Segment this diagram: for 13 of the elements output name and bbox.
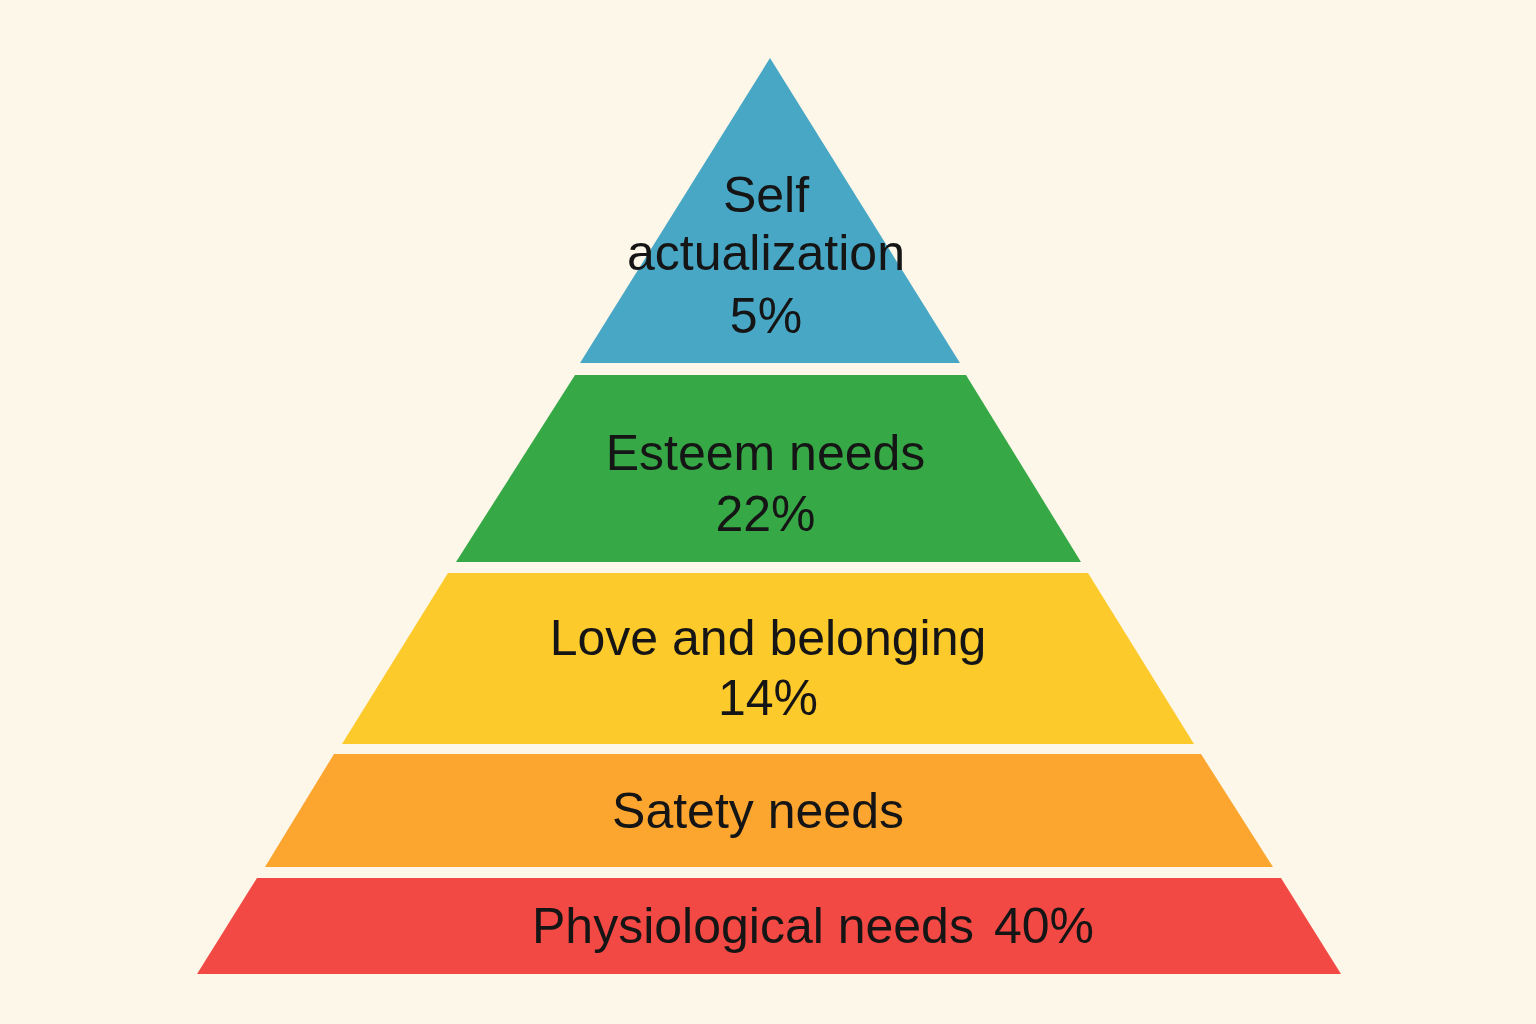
pyramid-tier (197, 878, 1341, 974)
tier-label: Esteem needs (605, 425, 926, 481)
percentage-label: 22% (715, 486, 816, 542)
tier-label: Love and belonging (549, 610, 987, 666)
pyramid-tier (342, 573, 1194, 744)
pyramid-tier (265, 754, 1273, 867)
percentage-label: 14% (717, 670, 819, 726)
percentage-label: 5% (729, 287, 803, 345)
percentage-label: 40% (993, 898, 1094, 954)
tier-label: Satety needs (612, 783, 904, 839)
pyramid-tier (456, 375, 1081, 562)
tier-label: Physiological needs (532, 898, 974, 954)
pyramid-apex-tier (580, 58, 960, 363)
